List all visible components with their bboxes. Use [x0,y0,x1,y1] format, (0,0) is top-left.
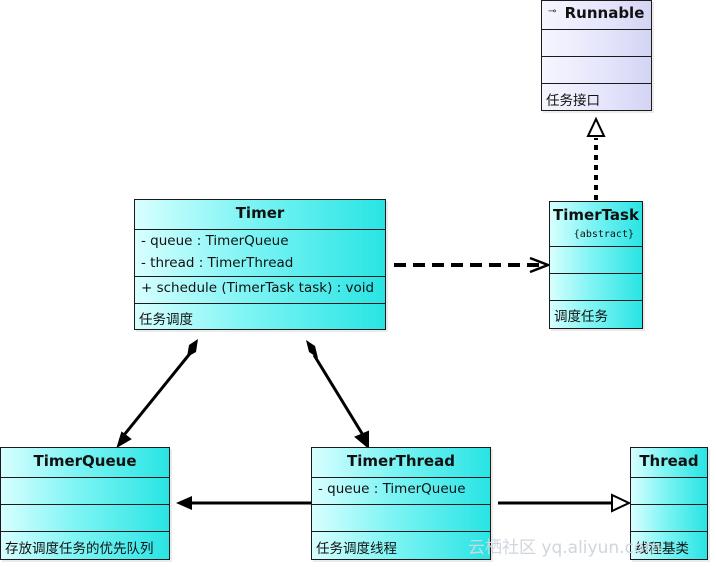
attribute-row: - queue : TimerQueue [318,481,466,497]
generalization-timerthread-thread [498,493,632,513]
class-note: 任务调度线程 [316,541,397,557]
class-name: Runnable [564,4,645,22]
class-name: TimerQueue [33,452,137,470]
class-runnable: ⊸ Runnable 任务接口 [541,0,652,111]
class-name: Thread [639,452,699,470]
class-timerthread: TimerThread - queue : TimerQueue 任务调度线程 [311,447,491,560]
class-timer: Timer - queue : TimerQueue - thread : Ti… [134,199,386,330]
association-timerthread-timerqueue [176,496,311,510]
abstract-stereotype: {abstract} [573,229,634,240]
class-thread: Thread 线程基类 [630,447,708,560]
class-note: 存放调度任务的优先队列 [5,541,154,557]
class-note: 线程基类 [635,541,689,557]
class-name: TimerTask [553,206,639,224]
realization-timertask-runnable [586,116,606,200]
class-name: Timer [235,204,285,222]
class-note: 任务接口 [546,93,600,109]
composition-timer-timerqueue [116,339,198,449]
interface-icon: ⊸ [548,6,557,17]
watermark: 云栖社区 yq.aliyun.com [468,538,661,558]
class-name: TimerThread [347,452,455,470]
attribute-row: - thread : TimerThread [141,255,294,271]
attribute-row: - queue : TimerQueue [141,233,289,249]
operation-row: + schedule (TimerTask task) : void [141,280,375,296]
class-timerqueue: TimerQueue 存放调度任务的优先队列 [0,447,170,560]
dependency-timer-timertask [394,256,552,274]
class-note: 调度任务 [554,309,608,325]
composition-timer-timerthread [306,340,369,450]
class-note: 任务调度 [139,312,193,328]
class-timertask: TimerTask {abstract} 调度任务 [549,201,643,329]
